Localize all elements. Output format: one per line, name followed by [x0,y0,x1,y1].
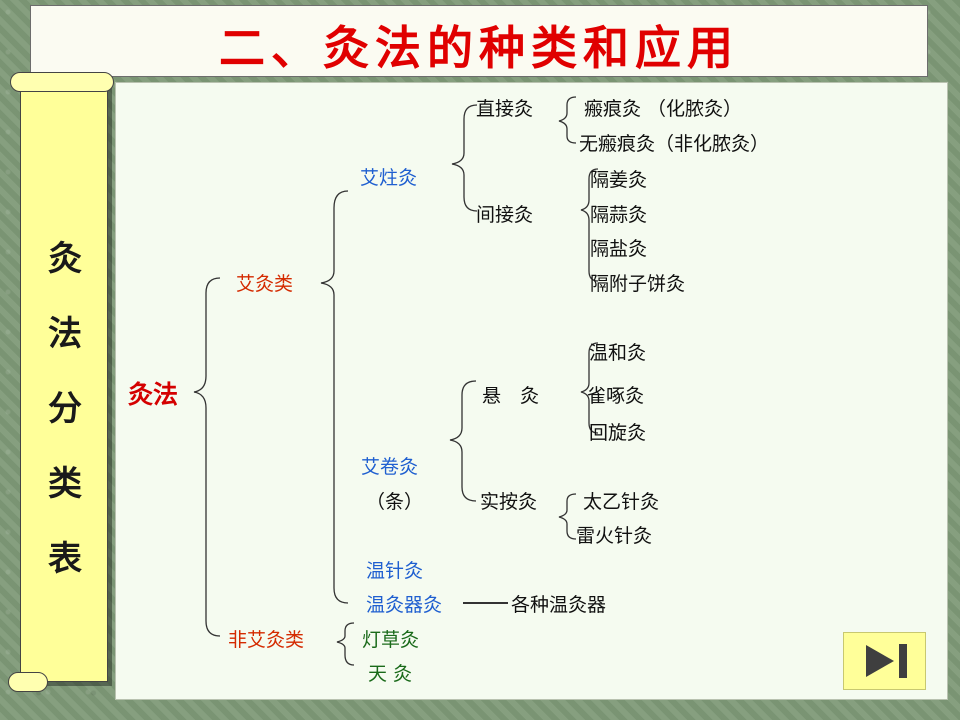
node-wenhe: 温和灸 [589,342,647,364]
title-bar: 二、灸法的种类和应用 [30,5,928,77]
node-gefuzi: 隔附子饼灸 [590,273,686,295]
brace-aijuan [449,380,477,502]
scroll-banner: 灸 法 分 类 表 [8,70,118,695]
scroll-roll-top [10,72,114,92]
brace-xuan [580,342,599,434]
node-aijuan: 艾卷灸 [361,456,419,478]
brace-non-ai [336,622,355,666]
node-gejiang: 隔姜灸 [590,169,648,191]
scroll-body: 灸 法 分 类 表 [20,82,108,682]
node-wenzhen: 温针灸 [366,560,424,582]
page-title: 二、灸法的种类和应用 [219,21,739,75]
brace-root [193,277,221,637]
scroll-char: 表 [48,539,82,579]
node-huixuan: 回旋灸 [589,422,647,444]
node-zhijie: 直接灸 [476,98,534,120]
node-aijuan-sub: （条） [366,491,424,513]
node-wubanhen: 无瘢痕灸（非化脓灸） [579,133,770,155]
node-aizhu: 艾炷灸 [360,167,418,189]
brace-ai-class [320,190,349,604]
node-gesuan: 隔蒜灸 [590,204,648,226]
node-shian: 实按灸 [480,491,538,513]
next-slide-button[interactable] [843,632,926,690]
node-banhen: 瘢痕灸 （化脓灸） [584,98,743,120]
brace-shian [558,493,577,540]
node-tian: 天 灸 [368,663,413,685]
node-gezhong: 各种温灸器 [511,594,607,616]
brace-zhijie [558,96,577,144]
node-taiyi: 太乙针灸 [583,491,660,513]
node-quezhuo: 雀啄灸 [587,385,645,407]
play-next-icon [866,644,907,678]
node-ai-class: 艾灸类 [236,273,294,295]
scroll-roll-bottom [8,672,48,692]
node-geyan: 隔盐灸 [590,238,648,260]
brace-lines [193,96,599,666]
node-dengcao: 灯草灸 [362,629,420,651]
brace-jianjie [580,168,599,282]
node-wenjiuqi: 温灸器灸 [366,594,443,616]
node-leihuo: 雷火针灸 [576,525,653,547]
node-jianjie: 间接灸 [476,204,534,226]
diagram-panel: 灸法 艾灸类 非艾灸类 艾炷灸 直接灸 瘢痕灸 （化脓灸） 无瘢痕灸（非化脓灸）… [115,82,948,700]
node-root: 灸法 [128,380,179,409]
node-non-ai-class: 非艾灸类 [228,629,305,651]
scroll-char: 类 [48,464,82,504]
scroll-char: 法 [48,314,82,354]
node-xuan: 悬 灸 [482,385,540,407]
brace-aizhu [451,104,478,212]
scroll-char: 灸 [48,239,82,279]
scroll-char: 分 [48,389,82,429]
